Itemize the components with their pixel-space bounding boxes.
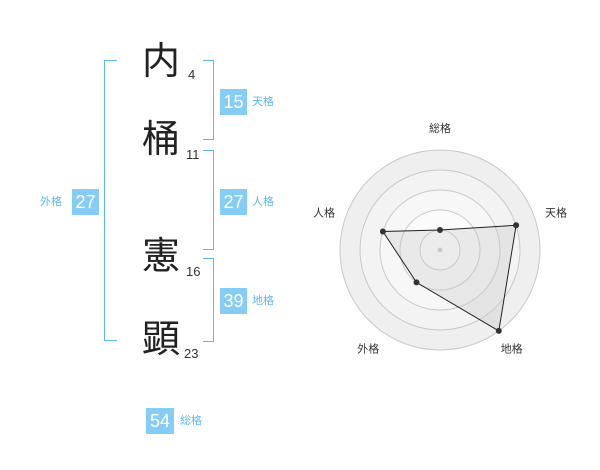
stroke-count-3: 16 [186, 264, 201, 279]
radar-point-1 [437, 227, 443, 233]
radar-axis-label-1: 総格 [429, 121, 451, 135]
name-char-4: 顕 [142, 317, 181, 361]
soukaku-value-badge: 54 [146, 408, 174, 434]
name-char-2: 桶 [142, 117, 181, 161]
soukaku-label: 総格 [180, 414, 202, 427]
radar-axis-label-3: 地格 [501, 342, 523, 356]
radar-point-2 [513, 222, 520, 229]
jinkaku-value-badge: 27 [220, 189, 247, 215]
jinkaku-label: 人格 [252, 195, 274, 208]
radar-point-4 [413, 279, 420, 286]
jinkaku-bracket [203, 150, 214, 250]
chikaku-value-badge: 39 [220, 288, 247, 314]
tenkaku-label: 天格 [252, 95, 274, 108]
stroke-count-1: 4 [188, 67, 196, 82]
radar-point-5 [379, 228, 386, 235]
radar-axis-label-5: 人格 [313, 205, 335, 219]
tenkaku-bracket [203, 60, 214, 140]
tenkaku-value-badge: 15 [220, 89, 247, 115]
radar-point-3 [495, 327, 502, 334]
gaikaku-value-badge: 27 [72, 189, 99, 215]
radar-axis-label-2: 天格 [545, 205, 567, 219]
name-char-1: 内 [142, 39, 181, 83]
gaikaku-label: 外格 [40, 195, 62, 208]
stroke-count-2: 11 [186, 147, 200, 162]
radar-axis-label-4: 外格 [357, 342, 379, 356]
gaikaku-bracket [104, 60, 117, 341]
radar-polygon [381, 224, 517, 332]
chikaku-label: 地格 [252, 294, 274, 307]
chikaku-bracket [203, 258, 214, 342]
stroke-count-4: 23 [184, 346, 199, 361]
radar-center [437, 247, 443, 253]
name-char-3: 憲 [142, 234, 181, 278]
